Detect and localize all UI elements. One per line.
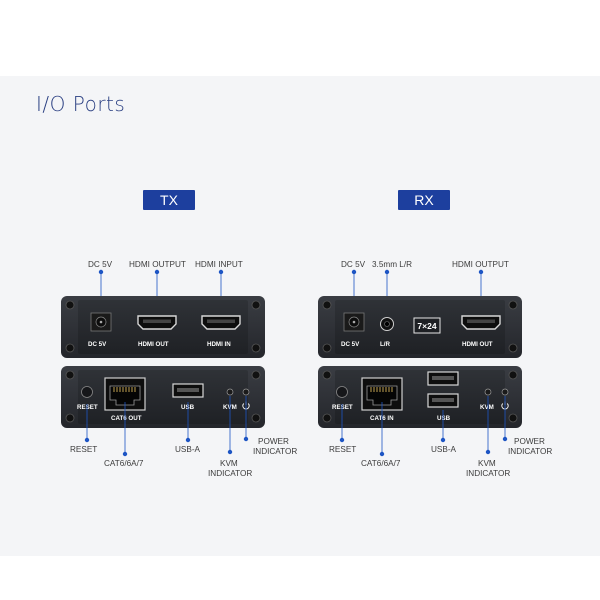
tx-callout-reset: RESET (70, 445, 97, 454)
rx-port-label-kvm: KVM (480, 404, 494, 411)
rx-callout-dc: DC 5V (341, 260, 366, 269)
screw-icon (322, 370, 332, 380)
rx-callout-audio: 3.5mm L/R (372, 260, 412, 269)
tx-front-plate: DC 5V HDMI OUT HDMI IN (61, 296, 265, 358)
tx-back-plate: RESET CAT6 OUT USB KV (61, 366, 265, 428)
screw-icon (508, 370, 518, 380)
rx-power-led-icon (501, 388, 509, 396)
rx-callout-usb: USB-A (431, 445, 457, 454)
tx-callout-hdmi-output: HDMI OUTPUT (129, 260, 186, 269)
screw-icon (508, 413, 518, 423)
rx-callout-cat: CAT6/6A/7 (361, 459, 401, 468)
rx-callout-kvm-line2: INDICATOR (466, 469, 510, 478)
rx-audio-port (380, 317, 394, 331)
tx-port-label-hdmi-out: HDMI OUT (138, 341, 169, 348)
screw-icon (65, 343, 75, 353)
screw-icon (322, 343, 332, 353)
screw-icon (322, 413, 332, 423)
rx-cat6-port (361, 377, 403, 411)
tx-kvm-led-icon (226, 388, 234, 396)
rx-callout-kvm-line1: KVM (478, 459, 496, 468)
rx-port-label-dc: DC 5V (341, 341, 360, 348)
tx-power-led-icon (242, 388, 250, 396)
screw-icon (508, 300, 518, 310)
tx-dc-port (90, 312, 112, 332)
rx-port-label-usb: USB (437, 415, 451, 422)
tx-callout-usb: USB-A (175, 445, 201, 454)
rx-reset-button (336, 386, 348, 398)
rx-unit: DC 5V 3.5mm L/R HDMI OUTPUT DC 5V L/R (318, 260, 552, 478)
rx-callout-reset: RESET (329, 445, 356, 454)
screw-icon (508, 343, 518, 353)
tx-hdmi-in-port (201, 315, 241, 330)
screw-icon (65, 370, 75, 380)
rx-front-plate: DC 5V L/R 7×24 HDMI OUT (318, 296, 522, 358)
tx-callout-dc: DC 5V (88, 260, 113, 269)
rx-back-plate: RESET CAT6 IN USB KVM (318, 366, 522, 428)
rx-badge: RX (398, 190, 450, 210)
screw-icon (65, 300, 75, 310)
tx-hdmi-out-port (137, 315, 177, 330)
tx-callout-power-line2: INDICATOR (253, 447, 297, 456)
tx-reset-button (81, 386, 93, 398)
tx-callout-cat: CAT6/6A/7 (104, 459, 144, 468)
rx-callout-hdmi-output: HDMI OUTPUT (452, 260, 509, 269)
tx-usb-port (172, 383, 204, 398)
tx-port-label-cat: CAT6 OUT (111, 415, 142, 422)
page-title: I/O Ports (36, 92, 126, 116)
screw-icon (251, 370, 261, 380)
rx-port-label-audio: L/R (380, 341, 390, 348)
rx-7x24-badge: 7×24 (413, 317, 441, 334)
rx-port-label-hdmi-out: HDMI OUT (462, 341, 493, 348)
screw-icon (65, 413, 75, 423)
rx-callout-power-line2: INDICATOR (508, 447, 552, 456)
tx-badge: TX (143, 190, 195, 210)
screw-icon (251, 413, 261, 423)
tx-callout-power-line1: POWER (258, 437, 289, 446)
tx-unit: DC 5V HDMI OUTPUT HDMI INPUT DC 5V HDMI (61, 260, 297, 478)
tx-port-label-hdmi-in: HDMI IN (207, 341, 231, 348)
rx-dc-port (343, 312, 365, 332)
rx-usb-ports (427, 371, 459, 408)
tx-callout-kvm-line2: INDICATOR (208, 469, 252, 478)
rx-port-label-reset: RESET (332, 404, 353, 411)
tx-port-label-reset: RESET (77, 404, 98, 411)
rx-callout-power-line1: POWER (514, 437, 545, 446)
rx-7x24-text: 7×24 (417, 321, 436, 331)
screw-icon (251, 300, 261, 310)
tx-callout-kvm-line1: KVM (220, 459, 238, 468)
screw-icon (251, 343, 261, 353)
rx-hdmi-out-port (461, 315, 501, 330)
tx-port-label-dc: DC 5V (88, 341, 107, 348)
screw-icon (322, 300, 332, 310)
rx-kvm-led-icon (484, 388, 492, 396)
tx-callout-hdmi-input: HDMI INPUT (195, 260, 243, 269)
